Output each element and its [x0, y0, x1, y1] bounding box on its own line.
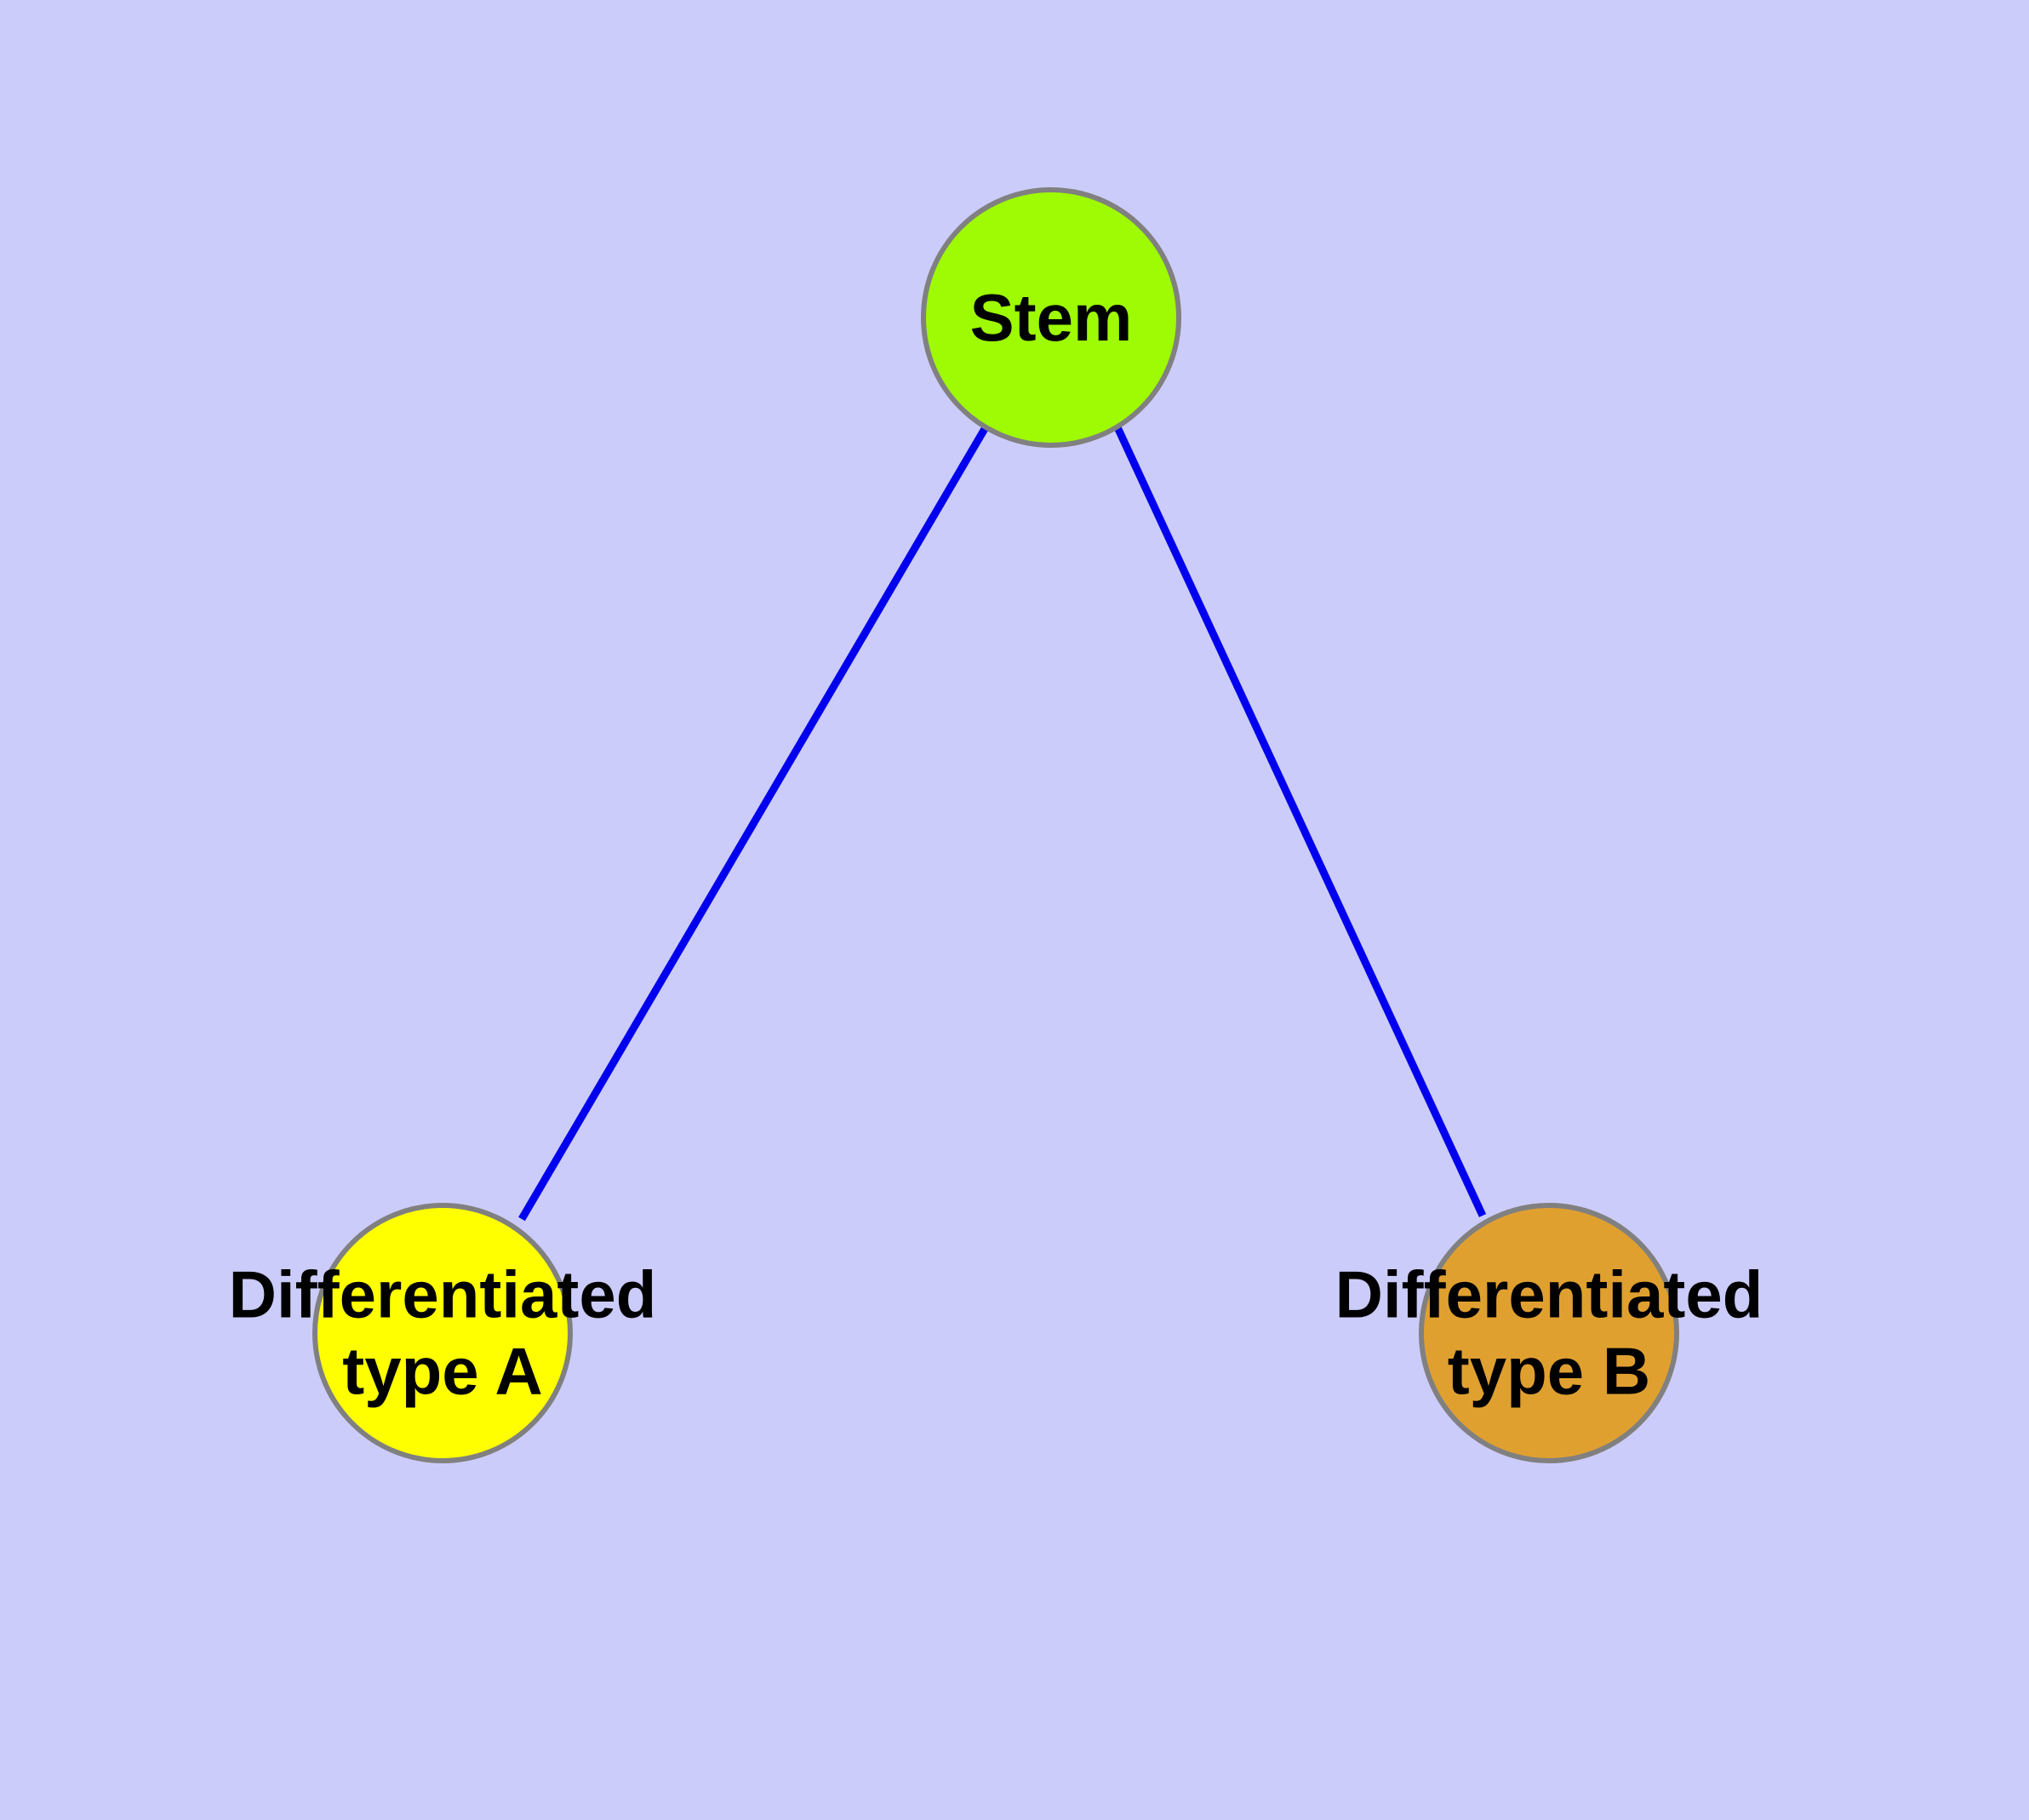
node-circle-diff_b[interactable]	[1419, 1203, 1679, 1463]
node-circle-diff_a[interactable]	[312, 1203, 573, 1463]
node-circle-stem[interactable]	[921, 187, 1181, 448]
edge-stem-to-a	[518, 425, 989, 1222]
edge-layer	[518, 425, 1487, 1222]
node-layer	[312, 187, 1679, 1463]
edge-stem-to-b	[1113, 426, 1487, 1217]
